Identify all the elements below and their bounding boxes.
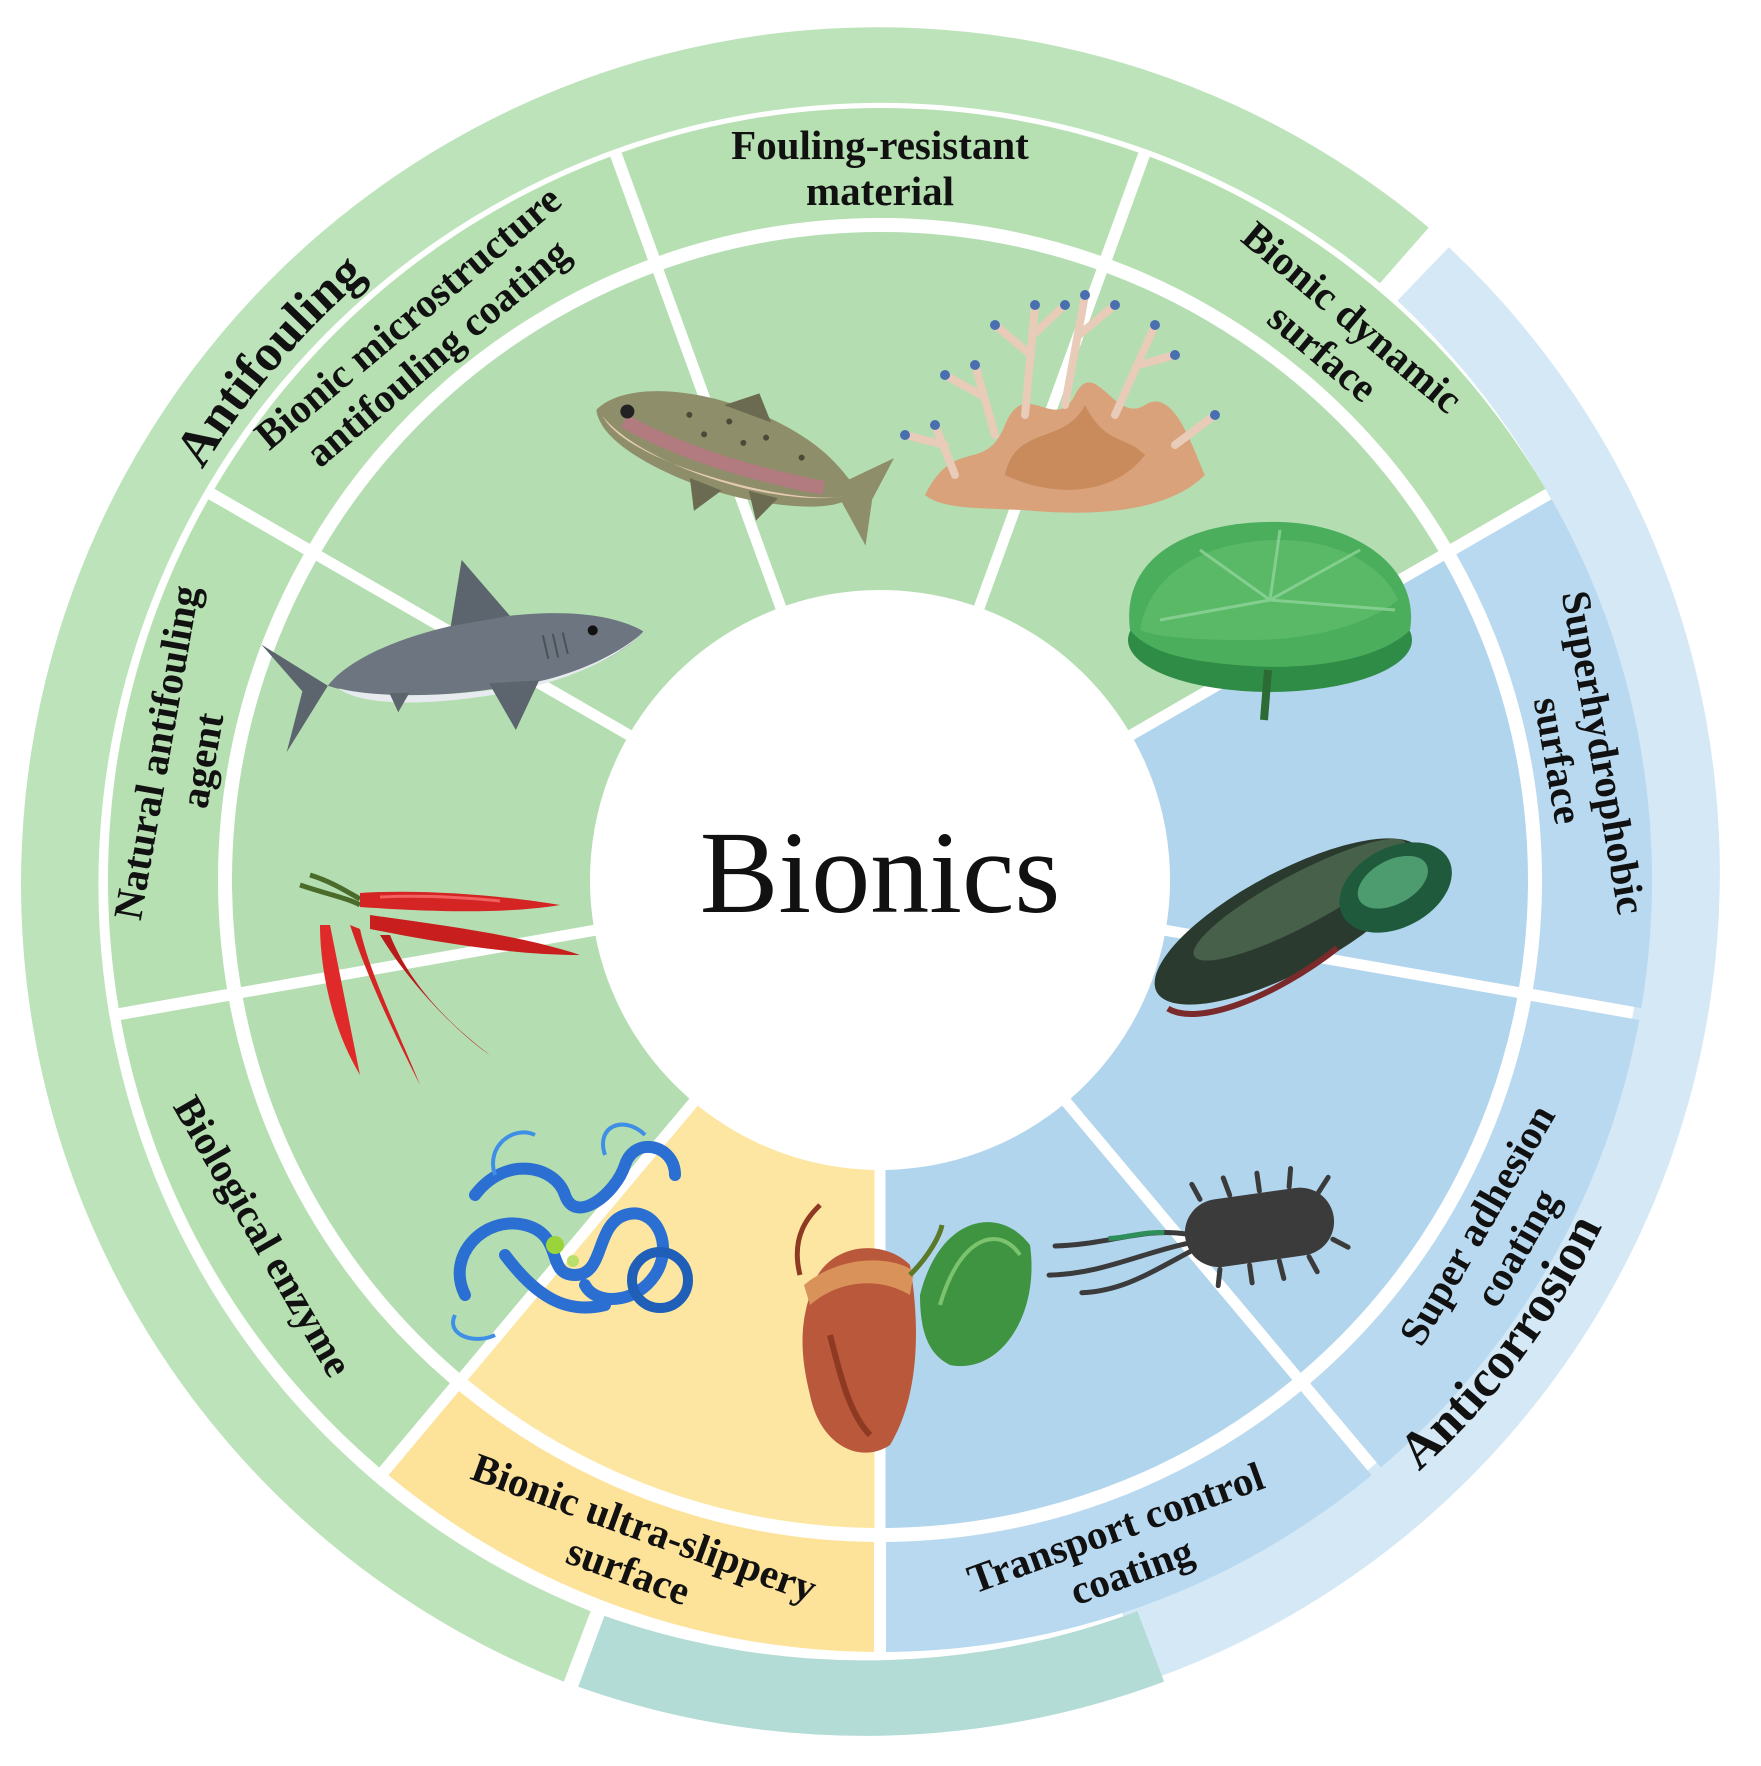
overlap-outer-band	[578, 1611, 1165, 1736]
segment-label-band-ultra-slippery	[388, 1390, 875, 1652]
coral-icon	[900, 290, 1220, 513]
segment-illustrations	[261, 290, 1452, 1453]
segment-label-line: material	[806, 168, 954, 214]
shark-icon	[261, 559, 644, 753]
center-hub	[592, 592, 1168, 1168]
segment-label-band-microstructure	[214, 156, 648, 544]
segment-label-band-super-adhesion	[1310, 1000, 1640, 1468]
segment-image-wedge-fouling-resistant	[663, 231, 1097, 606]
chili-pepper-icon	[299, 872, 580, 1085]
segment-label-band-biological-enzyme	[120, 1000, 450, 1468]
mussel-icon	[1154, 838, 1452, 1018]
segment-image-wedge-ultra-slippery	[467, 1105, 875, 1528]
anticorrosion-outer-band	[1121, 247, 1720, 1682]
pitcher-plant-icon	[794, 1203, 1032, 1453]
bacterium-icon	[1046, 1165, 1351, 1296]
antifouling-outer-band	[20, 27, 1429, 1682]
center-title: Bionics	[700, 807, 1061, 938]
segment-wedges	[107, 108, 1653, 1652]
segment-label-band-bionic-dynamic	[1112, 156, 1546, 544]
segment-image-wedge-biological-enzyme	[242, 935, 690, 1373]
segment-label-band-superhydrophobic	[1456, 499, 1653, 1009]
segment-image-wedge-super-adhesion	[1070, 935, 1518, 1373]
outer-category-ring	[20, 27, 1720, 1736]
segment-label-band-natural-agent	[107, 499, 304, 1009]
segment-label-band-transport-control	[885, 1390, 1372, 1652]
protein-icon	[451, 1122, 693, 1341]
segment-label-line: Fouling-resistant	[731, 122, 1029, 168]
segment-image-wedge-transport-control	[885, 1105, 1293, 1528]
segment-label-band-fouling-resistant	[621, 108, 1139, 256]
segment-image-wedge-microstructure	[321, 272, 776, 731]
trout-icon	[596, 391, 894, 546]
lotus-leaf-icon	[1128, 521, 1412, 721]
